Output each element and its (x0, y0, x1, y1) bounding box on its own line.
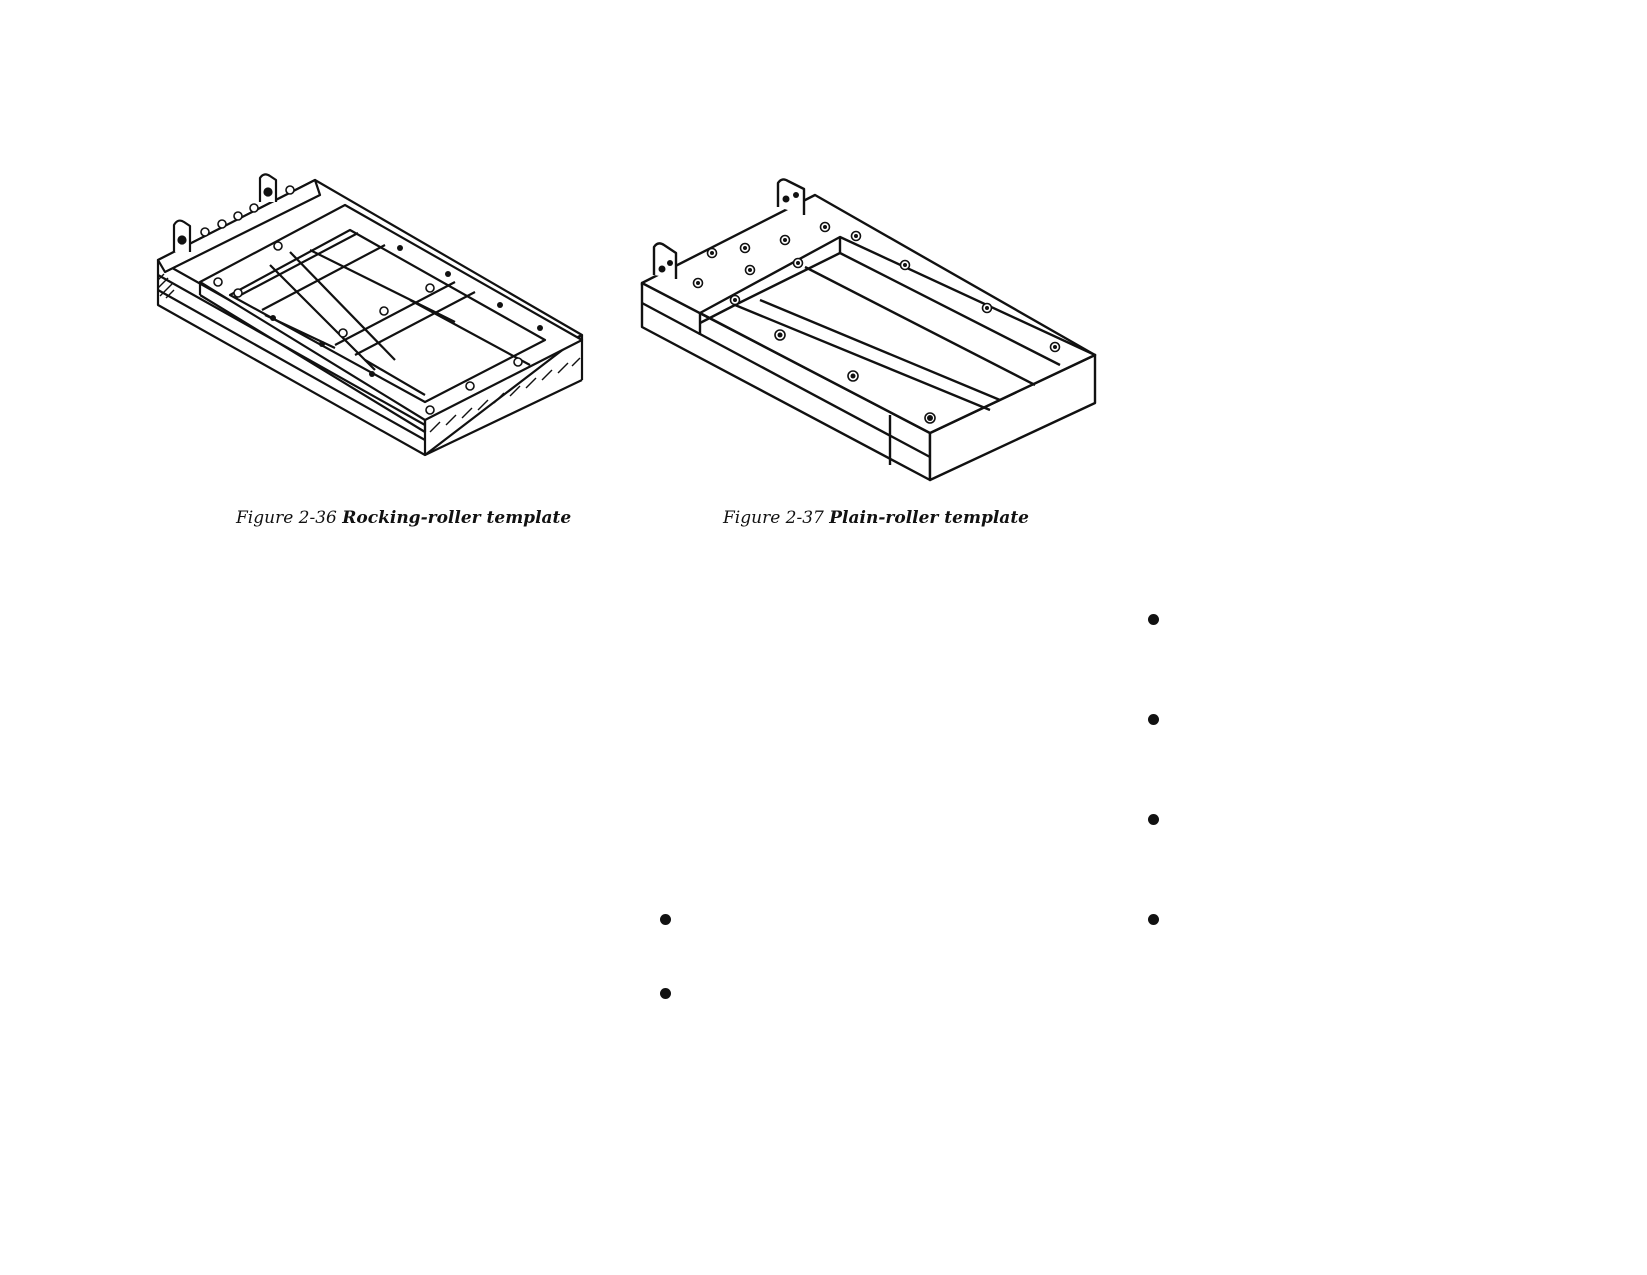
figure-plain-roller (640, 175, 1100, 485)
figure-2-37-caption: Figure 2-37 Plain-roller template (723, 508, 1029, 528)
figure-2-36-caption: Figure 2-36 Rocking-roller template (236, 508, 571, 528)
figure-rocking-roller (150, 170, 620, 470)
bullet-marker (1148, 814, 1159, 825)
plain-roller-template-drawing (640, 178, 1097, 482)
bullet-marker (1148, 714, 1159, 725)
bullet-marker (1148, 614, 1159, 625)
bullet-marker (1148, 914, 1159, 925)
figure-2-36-title: Rocking-roller template (342, 508, 572, 528)
rocking-roller-template-drawing (156, 173, 584, 457)
figure-2-37-title: Plain-roller template (829, 508, 1029, 528)
bullet-marker (660, 988, 671, 999)
bullet-marker (660, 914, 671, 925)
figure-2-37-number: Figure 2-37 (723, 508, 824, 528)
figure-2-36-number: Figure 2-36 (236, 508, 337, 528)
